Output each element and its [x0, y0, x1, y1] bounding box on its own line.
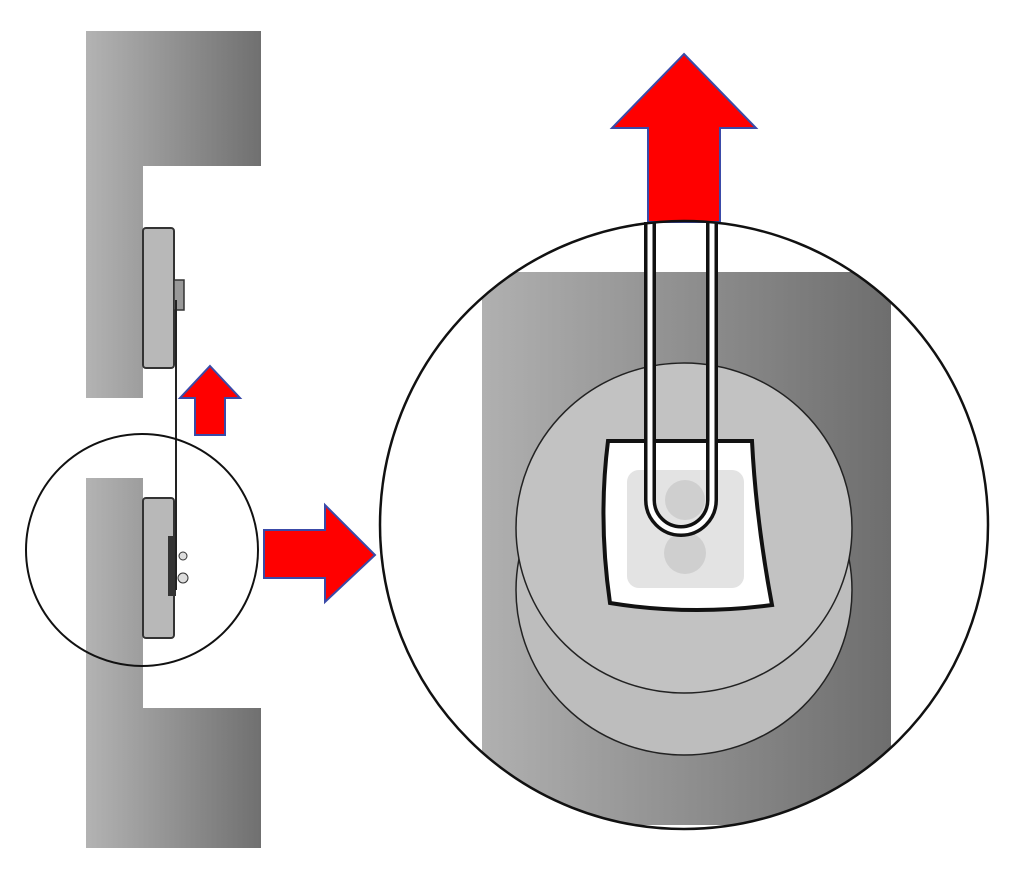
upper-clamp-pin	[173, 279, 185, 311]
zoom-circle	[378, 219, 990, 831]
lower-pin-dot-1	[178, 551, 188, 561]
pad-dot-lower	[664, 532, 706, 574]
pad-dot-upper	[665, 480, 705, 520]
upper-holder-plate	[142, 227, 175, 369]
lower-pin-dot-2	[177, 572, 189, 584]
zoomed-detail-view	[378, 52, 990, 831]
detail-callout-circle	[25, 433, 259, 667]
specimen-loop-core	[647, 222, 715, 534]
arrow-right-icon	[263, 502, 377, 605]
side-view	[25, 31, 261, 848]
lower-grip	[86, 478, 261, 848]
upper-grip	[86, 31, 261, 398]
arrow-up-large-icon	[609, 52, 759, 223]
arrow-up-icon	[177, 364, 243, 436]
lower-clamp-pin	[168, 536, 176, 596]
